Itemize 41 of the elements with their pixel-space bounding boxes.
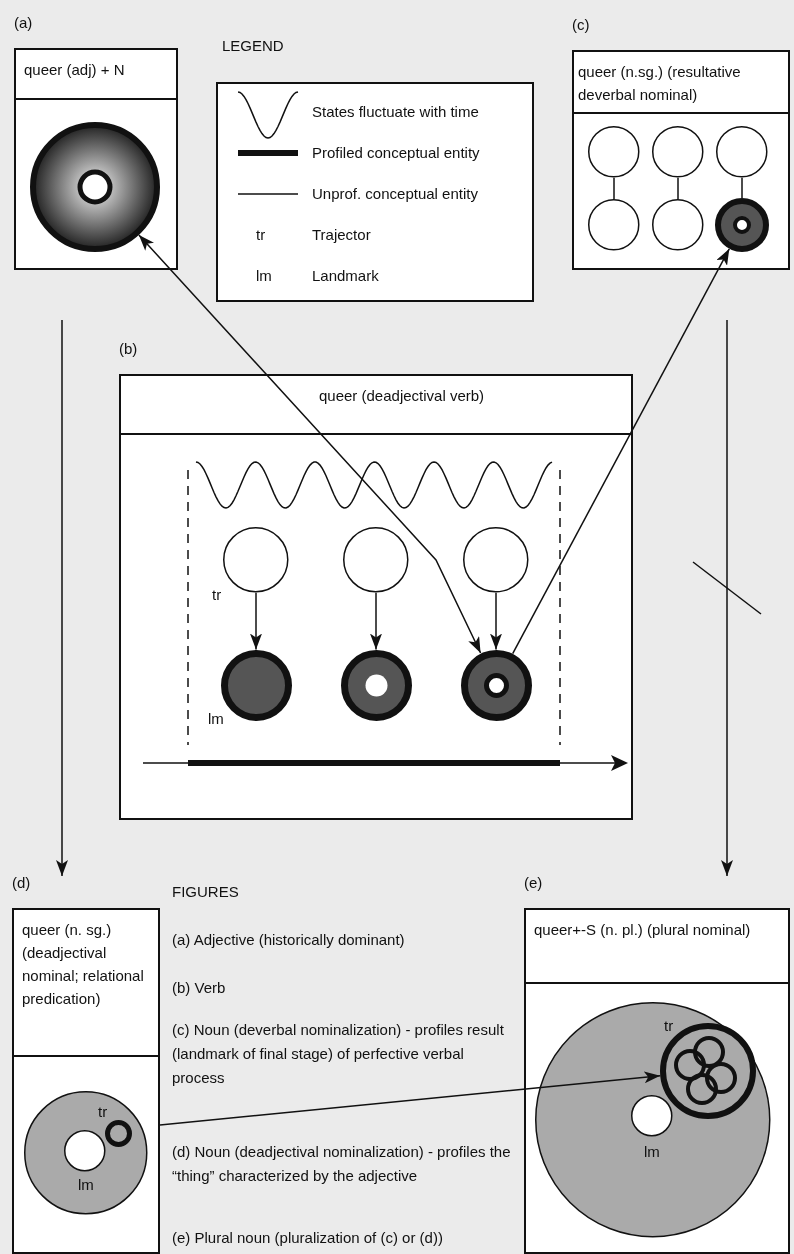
- abbreviation-label: lm: [78, 1175, 94, 1195]
- panel-title: queer+-S (n. pl.) (plural nominal): [533, 920, 752, 940]
- panel-title: queer (deadjectival verb): [318, 386, 486, 406]
- figure-caption: (c) Noun (deverbal nominalization) - profiles result (landmark of final stage) of perfective verbal process: [172, 1020, 505, 1088]
- legend-title: LEGEND: [222, 36, 285, 56]
- legend-abbreviation: lm: [256, 266, 272, 286]
- arrow: [511, 248, 731, 655]
- connector-line: [741, 177, 743, 199]
- connector-line: [613, 177, 615, 201]
- panel-title: queer (adj) + N: [23, 60, 126, 80]
- arrow: [721, 319, 733, 877]
- arrow: [56, 319, 68, 877]
- figure-caption: (e) Plural noun (pluralization of (c) or (d)): [172, 1228, 444, 1248]
- figure-caption: (d) Noun (deadjectival nominalization) - profiles the “thing” characterized by the adjective: [172, 1142, 512, 1186]
- panel-title: queer (n. sg.) (deadjectival nominal; relational predication): [21, 920, 145, 1009]
- arrow: [250, 592, 262, 651]
- arrow: [370, 592, 382, 651]
- legend-text: Profiled conceptual entity: [312, 143, 480, 163]
- arrow: [159, 1071, 661, 1126]
- abbreviation-label: lm: [208, 709, 224, 729]
- abbreviation-label: tr: [212, 585, 222, 605]
- figure-caption: (a) Adjective (historically dominant): [172, 930, 406, 950]
- panel-title: queer (n.sg.) (resultative deverbal nominal): [577, 62, 742, 105]
- legend-text: Trajector: [312, 225, 371, 245]
- arrow: [490, 592, 502, 651]
- legend-abbreviation: tr: [256, 225, 266, 245]
- panel-letter: (a): [14, 13, 33, 33]
- abbreviation-label: tr: [664, 1016, 674, 1036]
- figure-caption: (b) Verb: [172, 978, 227, 998]
- panel-letter: (b): [119, 339, 138, 359]
- legend-text: Unprof. conceptual entity: [312, 184, 478, 204]
- abbreviation-label: lm: [644, 1142, 660, 1162]
- panel-letter: (d): [12, 873, 31, 893]
- abbreviation-label: tr: [98, 1102, 108, 1122]
- panel-letter: (c): [572, 15, 590, 35]
- legend-text: Landmark: [312, 266, 379, 286]
- connector-line: [677, 177, 679, 201]
- legend-text: States fluctuate with time: [312, 102, 479, 122]
- panel-letter: (e): [524, 873, 543, 893]
- section-heading: FIGURES: [172, 882, 240, 902]
- arrow: [138, 234, 482, 654]
